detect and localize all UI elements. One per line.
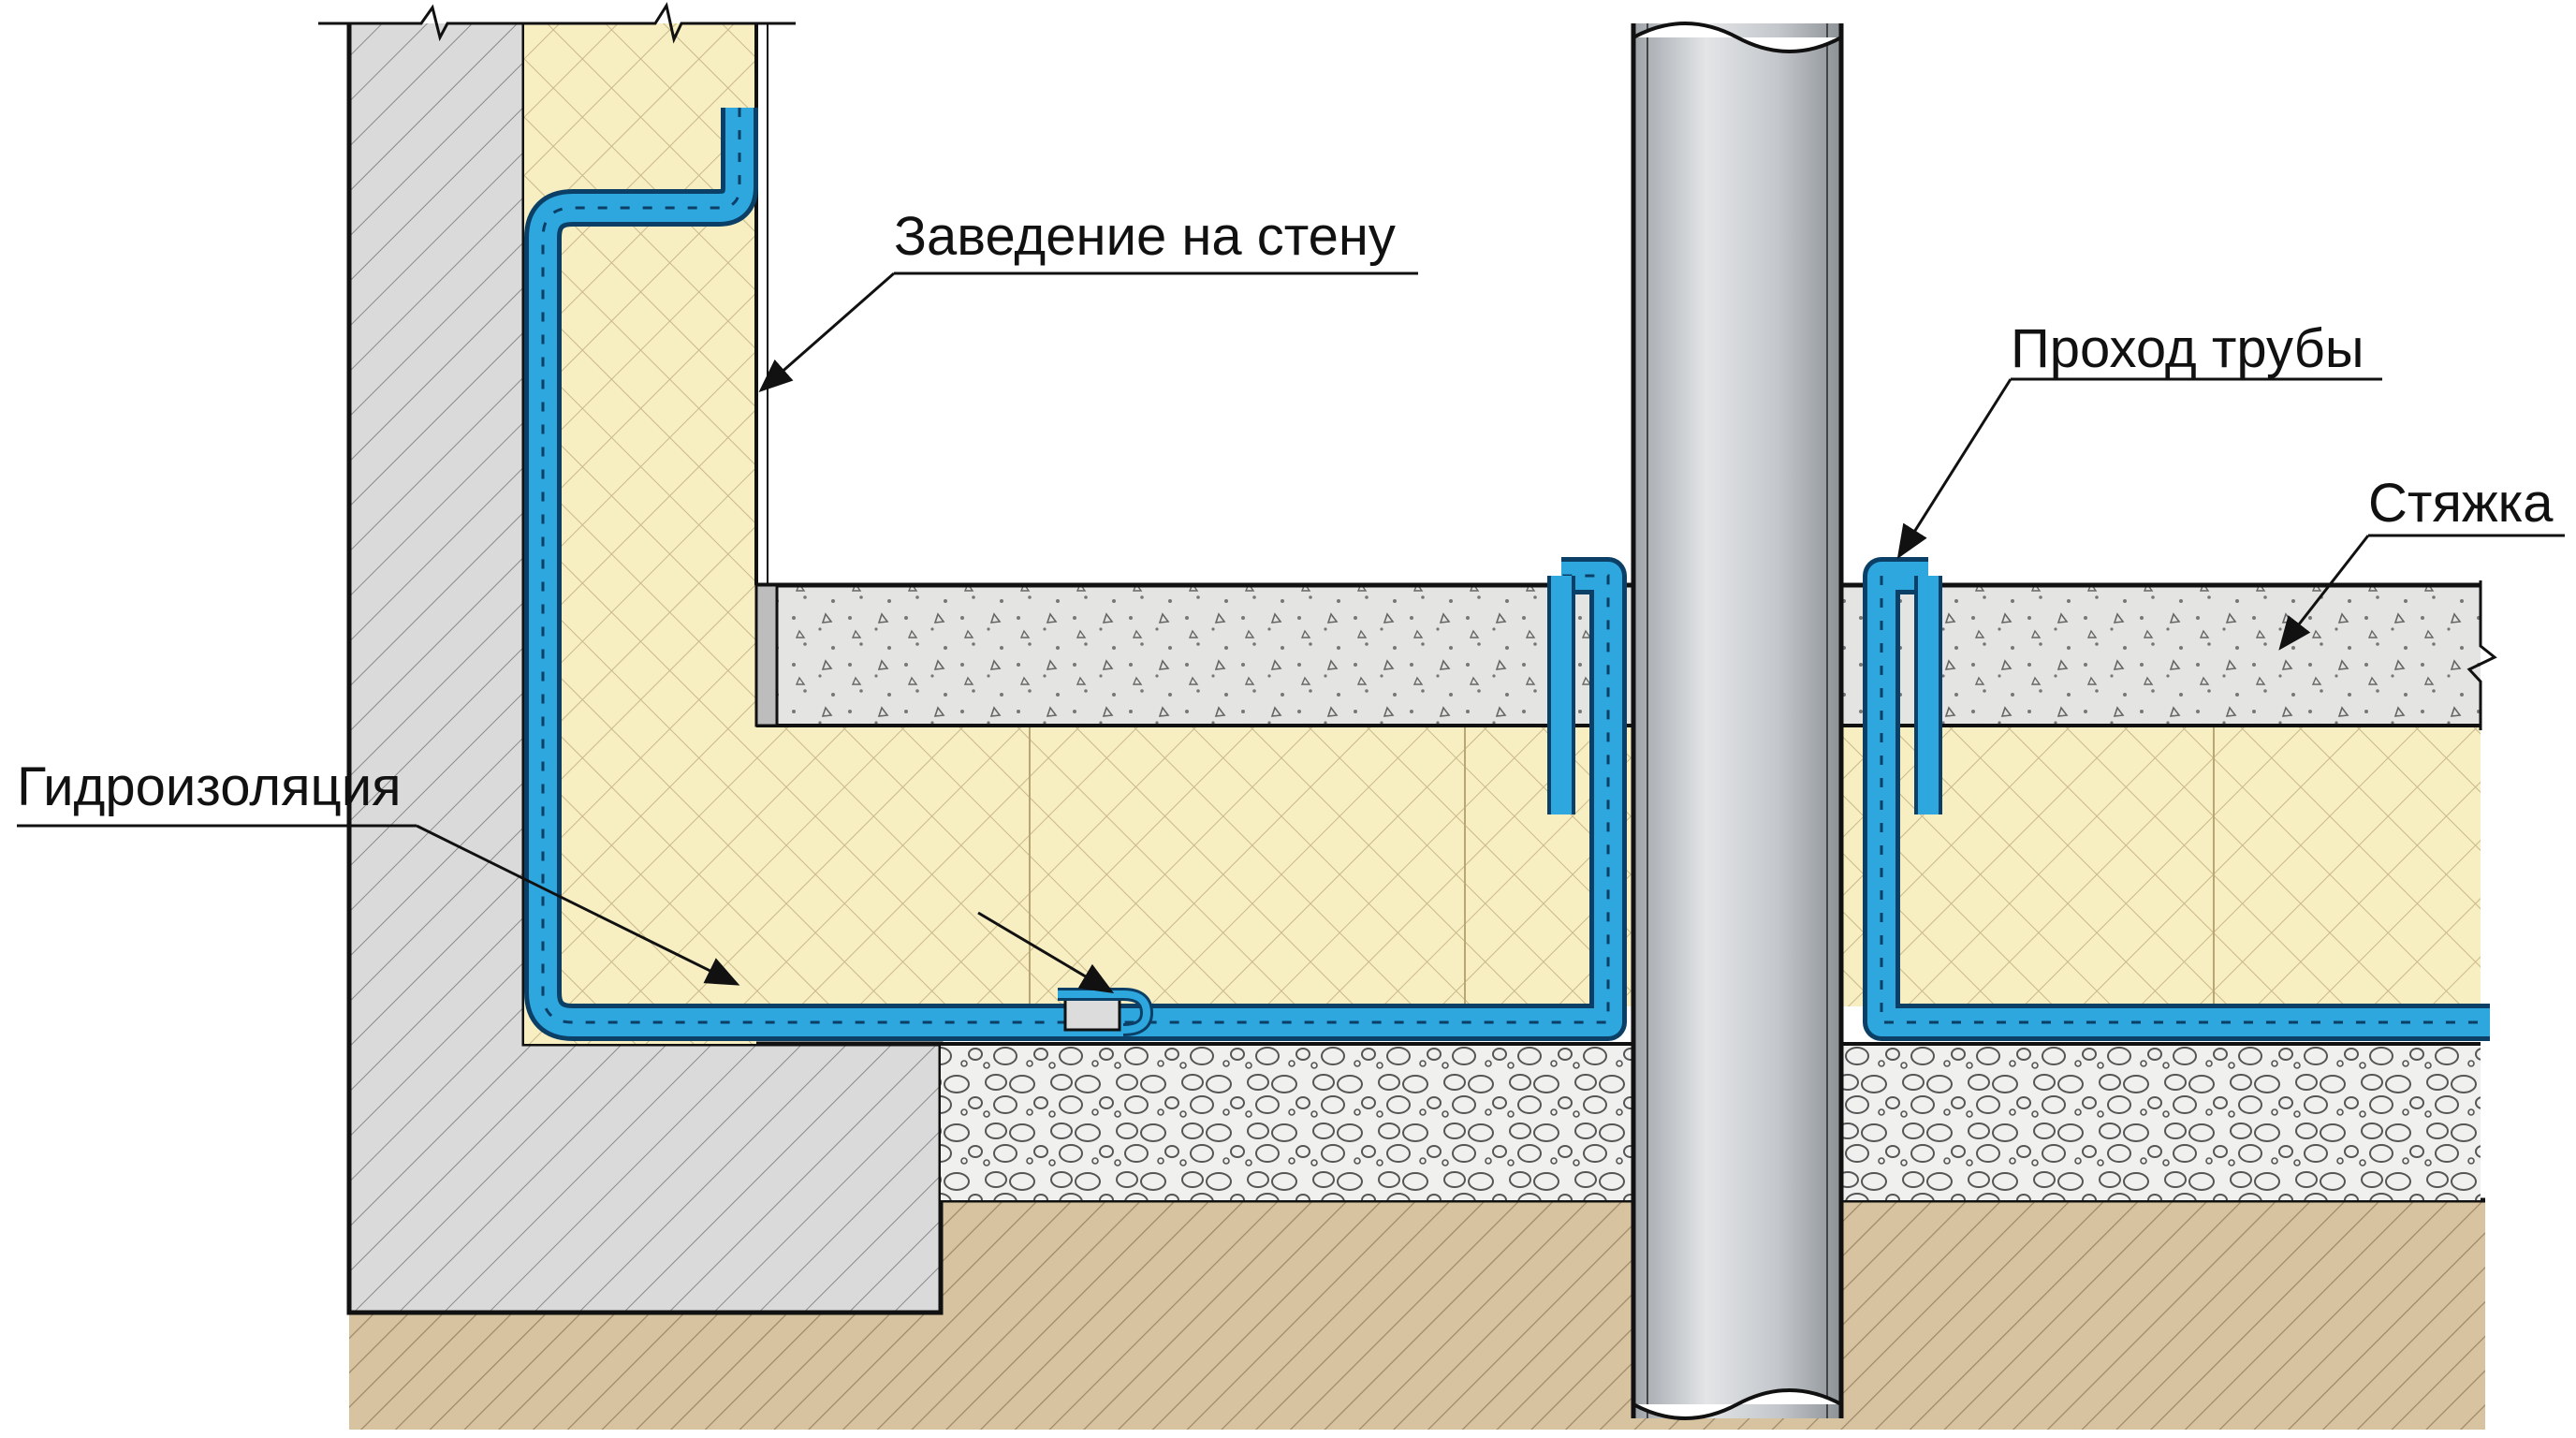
waterproofing-membrane-right <box>1863 557 2490 1041</box>
callout-pipe-pass: Проход трубы <box>1896 318 2382 560</box>
label-waterproofing: Гидроизоляция <box>17 756 402 817</box>
pipe <box>1631 22 1844 1420</box>
callout-waterproofing: Гидроизоляция <box>17 756 1115 994</box>
label-screed: Стяжка <box>2368 473 2554 534</box>
waterproofing-membrane-left <box>524 108 1627 1041</box>
callout-wall-entry: Заведение на стену <box>758 206 1418 392</box>
callout-screed: Стяжка <box>2278 473 2565 651</box>
membrane-seam <box>1058 988 1154 1036</box>
screed-layer <box>754 580 2497 730</box>
label-pipe-pass: Проход трубы <box>2011 318 2364 379</box>
label-wall-entry: Заведение на стену <box>894 206 1396 267</box>
